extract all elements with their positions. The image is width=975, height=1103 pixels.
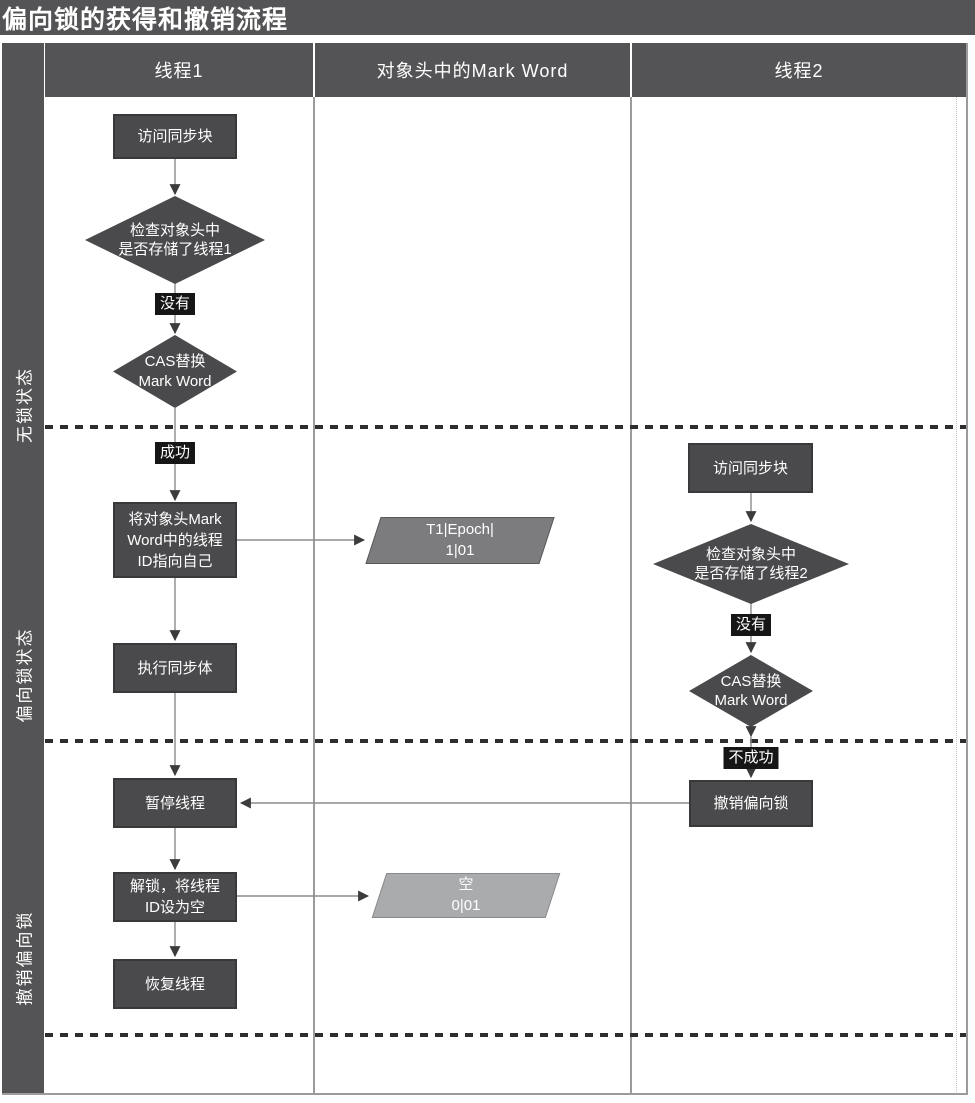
state-divider-2 xyxy=(45,739,966,743)
frame-bottom-border xyxy=(2,1093,968,1095)
edge-label-t2-fail: 不成功 xyxy=(723,747,779,769)
lane-header-thread1-label: 线程1 xyxy=(154,61,204,81)
lane-header-thread1: 线程1 xyxy=(45,43,313,97)
lane-separator-2 xyxy=(630,97,632,1094)
decision-t2-cas-replace-markword: CAS替换 Mark Word xyxy=(689,655,813,727)
edge-label-t1-no: 没有 xyxy=(154,293,196,315)
state-label-revoke-biased: 撤销偏向锁 xyxy=(15,910,35,1006)
state-label-biased-lock: 偏向锁状态 xyxy=(15,627,35,723)
node-t1-unlock-clear-id: 解锁，将线程 ID设为空 xyxy=(113,872,237,922)
node-t2-revoke-biased-lock: 撤销偏向锁 xyxy=(689,780,813,827)
lane-header-thread2: 线程2 xyxy=(632,43,966,97)
lane-header-thread2-label: 线程2 xyxy=(774,61,824,81)
lane-separator-1 xyxy=(313,97,315,1094)
decision-t1-cas-replace-markword: CAS替换 Mark Word xyxy=(113,335,237,408)
state-divider-3 xyxy=(45,1033,966,1037)
page-title: 偏向锁的获得和撤销流程 xyxy=(2,5,289,34)
node-t2-access-sync-block: 访问同步块 xyxy=(688,443,813,493)
lane-right-dotted-line xyxy=(956,97,957,1094)
node-t1-access-sync-block: 访问同步块 xyxy=(113,114,237,159)
frame-right-border xyxy=(966,43,968,1094)
data-markword-biased: T1|Epoch| 1|01 xyxy=(364,517,556,564)
node-t1-resume-thread: 恢复线程 xyxy=(113,959,237,1009)
data-markword-empty: 空 0|01 xyxy=(370,873,562,918)
state-divider-1 xyxy=(45,425,966,429)
lane-header-markword-label: 对象头中的Mark Word xyxy=(376,61,569,81)
node-t1-set-thread-id: 将对象头Mark Word中的线程 ID指向自己 xyxy=(113,502,237,578)
decision-t2-check-object-header: 检查对象头中 是否存储了线程2 xyxy=(653,524,849,604)
lane-header-markword: 对象头中的Mark Word xyxy=(315,43,630,97)
markword-biased-value: T1|Epoch| 1|01 xyxy=(426,521,494,559)
markword-empty-value: 空 0|01 xyxy=(451,876,481,914)
node-t1-execute-sync-body: 执行同步体 xyxy=(113,643,237,693)
page-title-bar: 偏向锁的获得和撤销流程 xyxy=(0,0,975,35)
state-sidebar xyxy=(2,43,44,1094)
decision-t1-check-object-header: 检查对象头中 是否存储了线程1 xyxy=(85,196,265,284)
edge-label-t1-success: 成功 xyxy=(154,442,196,464)
state-label-no-lock: 无锁状态 xyxy=(15,367,35,443)
edge-label-t2-no: 没有 xyxy=(730,614,772,636)
node-t1-pause-thread: 暂停线程 xyxy=(113,778,237,828)
